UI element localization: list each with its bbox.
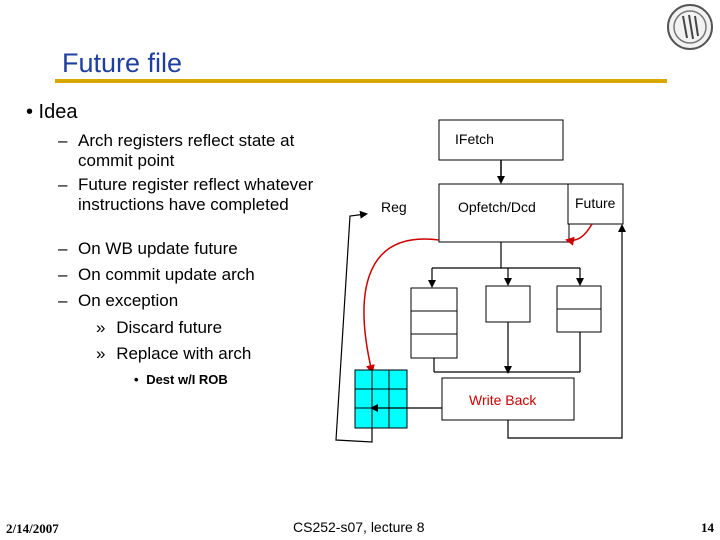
- future-box: [567, 183, 624, 225]
- slide-title: Future file: [62, 48, 183, 78]
- footer-course: CS252-s07, lecture 8: [293, 519, 425, 535]
- writeback-box: [441, 377, 575, 421]
- arch-to-reg-loop: [335, 210, 373, 443]
- opfetch-box: [438, 183, 570, 243]
- footer-page-number: 14: [701, 520, 714, 535]
- arch-read-arrow: [363, 238, 440, 374]
- point-dash: –: [58, 239, 68, 258]
- point-5-text: On exception: [78, 291, 179, 310]
- idea-bullet: • Idea: [26, 101, 78, 123]
- arch-register-file: [354, 369, 408, 429]
- point-3: –: [58, 239, 67, 259]
- subpoint-1: » Discard future: [96, 318, 222, 338]
- point-3-text: On WB update future: [78, 239, 238, 258]
- future-read-arrow: [565, 223, 593, 246]
- ifetch-label: IFetch: [455, 131, 494, 147]
- future-label: Future: [575, 195, 616, 211]
- point-1-text: Arch registers reflect state at commit p…: [78, 131, 295, 170]
- writeback-to-future-loop: [507, 224, 626, 439]
- writeback-label: Write Back: [469, 392, 537, 408]
- fu-left-pipeline: [410, 287, 458, 359]
- university-seal-icon: [667, 4, 713, 50]
- subpoint-2: » Replace with arch: [96, 344, 251, 364]
- detail-point: • Dest w/I ROB: [134, 372, 228, 387]
- point-2: –: [58, 175, 67, 195]
- point-dash: –: [58, 131, 68, 150]
- point-dash: –: [58, 265, 68, 284]
- ifetch-box: [438, 119, 564, 161]
- reg-label: Reg: [381, 199, 407, 215]
- fu-right-pipeline: [556, 285, 602, 333]
- fu-middle-unit: [485, 285, 531, 323]
- point-4: –: [58, 265, 67, 285]
- subpoint-mark: »: [96, 344, 106, 363]
- point-2-text: Future register reflect whatever instruc…: [78, 175, 314, 214]
- subpoint-mark: »: [96, 318, 106, 337]
- opfetch-label: Opfetch/Dcd: [458, 199, 536, 215]
- subpoint-text: Replace with arch: [116, 344, 252, 363]
- detail-text: Dest w/I ROB: [146, 372, 228, 387]
- title-underline: [55, 79, 667, 83]
- point-5: –: [58, 291, 67, 311]
- point-dash: –: [58, 291, 68, 310]
- point-dash: –: [58, 175, 68, 194]
- detail-mark: •: [134, 372, 139, 387]
- point-1: –: [58, 131, 67, 151]
- footer-date: 2/14/2007: [6, 521, 59, 536]
- subpoint-text: Discard future: [116, 318, 223, 337]
- point-4-text: On commit update arch: [78, 265, 255, 284]
